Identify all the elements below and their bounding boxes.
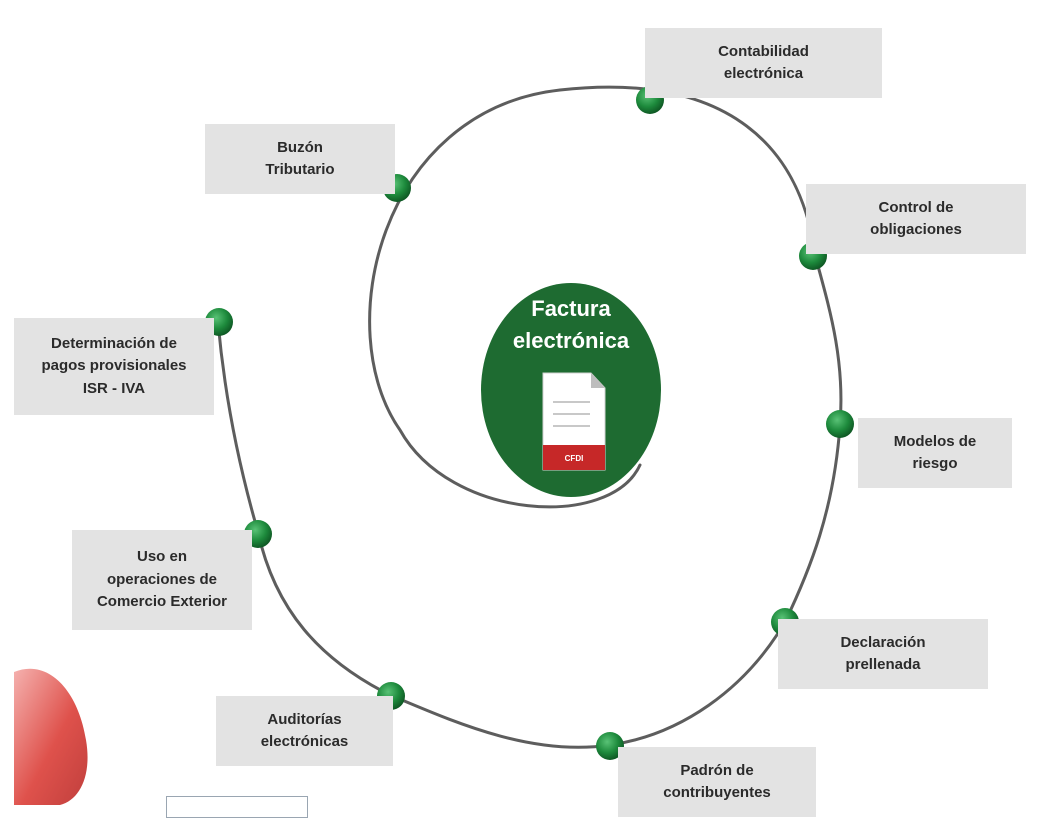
label-contabilidad-electronica: Contabilidad electrónica [645,28,882,98]
label-padron-contribuyentes: Padrón de contribuyentes [618,747,816,817]
decorative-ribbon [14,668,88,805]
partial-logo-box [166,796,308,818]
label-control-obligaciones: Control de obligaciones [806,184,1026,254]
cfdi-badge-text: CFDI [565,454,584,463]
cfdi-document-icon: CFDI [542,372,606,471]
center-title: Factura electrónica [512,296,630,353]
label-modelos-riesgo: Modelos de riesgo [858,418,1012,488]
node-dot-modelos [826,410,854,438]
spiral-path [216,85,843,749]
label-buzon-tributario: Buzón Tributario [205,124,395,194]
node-dot-padron [596,732,624,760]
label-declaracion-prellenada: Declaración prellenada [778,619,988,689]
label-uso-comercio-exterior: Uso en operaciones de Comercio Exterior [72,530,252,630]
label-determinacion-pagos: Determinación de pagos provisionales ISR… [14,318,214,415]
label-auditorias-electronicas: Auditorías electrónicas [216,696,393,766]
